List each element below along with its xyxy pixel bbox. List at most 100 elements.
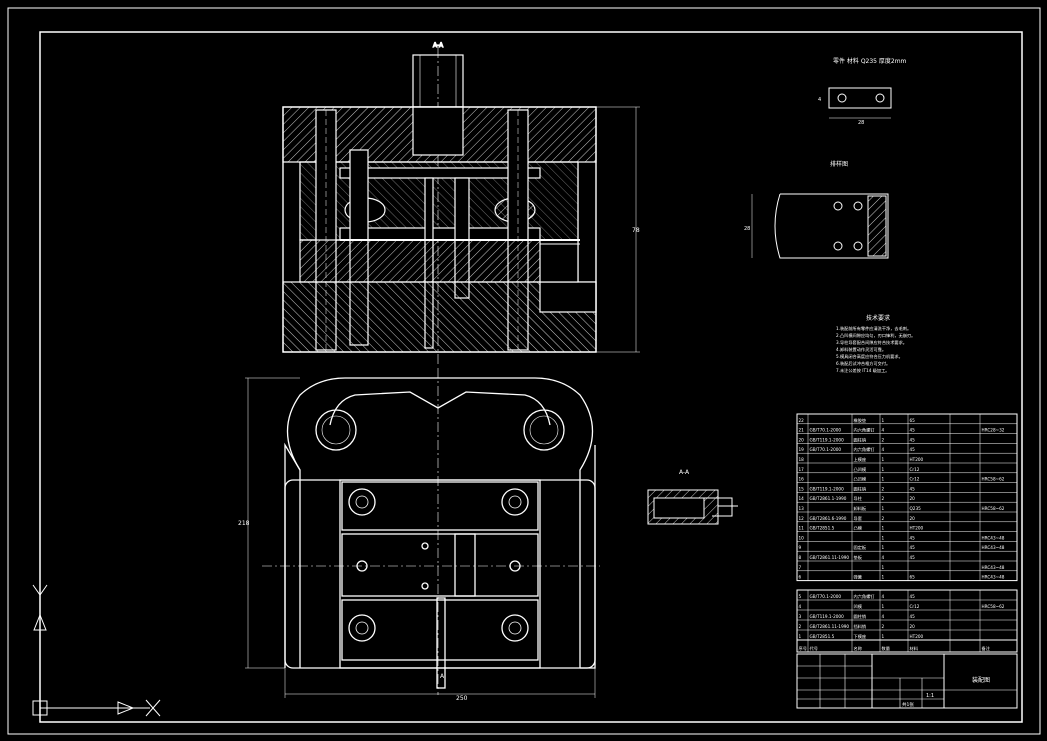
- bom-cell: 下模座: [854, 633, 867, 640]
- note-line: 1.装配前所有零件应清洗干净，去毛刺。: [836, 325, 911, 332]
- strip-dim: 28: [744, 226, 750, 232]
- bom-cell: 45: [910, 545, 916, 550]
- bom-cell: 1: [882, 575, 885, 580]
- bom-cell: 4: [882, 428, 885, 433]
- bom-cell: 2: [882, 516, 885, 521]
- bom-cell: 15: [799, 486, 805, 491]
- bom-cell: HT200: [910, 634, 924, 639]
- bom-cell: 2: [799, 624, 802, 629]
- bom-cell: 圆柱销: [854, 436, 867, 443]
- bom-cell: 45: [910, 437, 916, 442]
- bom-cell: 12: [799, 516, 805, 521]
- bom-cell: 1: [882, 535, 885, 540]
- bom-cell: 圆柱销: [854, 485, 867, 492]
- bom-cell: 16: [799, 477, 805, 482]
- bom-cell: 1: [882, 545, 885, 550]
- bom-cell: GB/T2861.1-1990: [810, 496, 847, 501]
- bom-cell: GB/T2861.11-1990: [810, 555, 850, 560]
- bom-cell: 凸凹模: [854, 476, 867, 483]
- bom-cell: 卸料板: [854, 505, 867, 512]
- bom-cell: 1: [882, 565, 885, 570]
- bom-cell: 1: [882, 634, 885, 639]
- bom-cell: 21: [799, 428, 805, 433]
- bom-cell: 45: [910, 447, 916, 452]
- drawing-frame: [7, 7, 1041, 735]
- bom-cell: 1: [882, 604, 885, 609]
- bom-cell: HRC43~48: [982, 545, 1005, 550]
- bom-cell: 固定板: [854, 544, 867, 551]
- bom-cell: 凸凹模: [854, 466, 867, 473]
- bom-cell: 1: [882, 457, 885, 462]
- section-label-small: A-A: [679, 469, 690, 476]
- part-dim-h: 4: [818, 97, 821, 103]
- bom-cell: 45: [910, 614, 916, 619]
- note-line: 2.凸凹模间隙应均匀，刃口锋利，无崩刃。: [836, 332, 915, 339]
- bom-cell: 45: [910, 486, 916, 491]
- drawing-scale: 1:1: [926, 693, 934, 699]
- bom-cell: 导套: [854, 515, 863, 522]
- technical-notes: 技术要求 1.装配前所有零件应清洗干净，去毛刺。 2.凸凹模间隙应均匀，刃口锋利…: [836, 314, 915, 374]
- bom-cell: 6: [799, 575, 802, 580]
- bom-cell: 1: [882, 506, 885, 511]
- bom-header-row: 序号代号名称数量材料备注: [796, 639, 1018, 653]
- bom-cell: 1: [882, 467, 885, 472]
- bom-cell: 圆柱销: [854, 613, 867, 620]
- bom-cell: 2: [882, 437, 885, 442]
- bom-cell: 45: [910, 428, 916, 433]
- front-section-view: A-A 78: [282, 41, 640, 365]
- bom-cell: 序号: [799, 645, 807, 652]
- ucs-icon: [32, 584, 161, 717]
- bom-cell: 内六角螺钉: [854, 593, 876, 600]
- bottom-section-marker: A: [440, 673, 445, 680]
- bom-cell: HRC43~48: [982, 575, 1005, 580]
- dim-width-plan: 250: [456, 695, 468, 702]
- note-line: 7.未注公差按 IT14 级加工。: [836, 367, 889, 374]
- plan-view: 218 250 A: [238, 368, 600, 702]
- bom-cell: HT200: [910, 457, 924, 462]
- bom-cell: 备注: [982, 645, 991, 652]
- bom-cell: 65: [910, 575, 916, 580]
- bom-cell: HRC58~62: [982, 506, 1005, 511]
- drawing-sheet: 共1张: [902, 701, 914, 708]
- bom-cell: GB/T2851.5: [810, 634, 835, 639]
- bom-cell: GB/T119.1-2000: [810, 614, 845, 619]
- bom-cell: 4: [882, 555, 885, 560]
- bom-cell: GB/T2861.6-1990: [810, 516, 847, 521]
- bom-cell: 14: [799, 496, 805, 501]
- bom-cell: 凸模: [854, 525, 863, 532]
- bom-cell: 名称: [854, 645, 862, 652]
- bom-cell: 代号: [810, 645, 818, 652]
- bom-cell: 11: [799, 526, 805, 531]
- bom-cell: 45: [910, 555, 916, 560]
- bom-cell: 20: [799, 437, 805, 442]
- note-line: 5.模具闭合高度应符合压力机要求。: [836, 353, 903, 360]
- bom-cell: GB/T70.1-2000: [810, 594, 842, 599]
- bom-cell: Cr12: [910, 467, 920, 472]
- bom-cell: 凹模: [854, 603, 863, 610]
- bom-cell: 橡胶垫: [854, 417, 867, 424]
- dim-height-front: 78: [632, 227, 640, 234]
- bom-cell: 7: [799, 565, 802, 570]
- small-section-view: A-A: [647, 469, 738, 525]
- bom-cell: HRC43~48: [982, 565, 1005, 570]
- bom-cell: 8: [799, 555, 802, 560]
- bom-cell: 22: [799, 418, 805, 423]
- bom-cell: HRC28~32: [982, 428, 1005, 433]
- bom-cell: Q235: [910, 506, 922, 511]
- bom-cell: HT200: [910, 526, 924, 531]
- bom-cell: 5: [799, 594, 802, 599]
- bom-cell: 1: [882, 477, 885, 482]
- bom-cell: 20: [910, 624, 916, 629]
- note-line: 3.导柱导套配合间隙应符合技术要求。: [836, 339, 907, 346]
- bom-cell: Cr12: [910, 604, 920, 609]
- title-block: 装配图 1:1 共1张: [796, 653, 1018, 709]
- bom-cell: 19: [799, 447, 805, 452]
- bom-cell: 1: [882, 418, 885, 423]
- bom-cell: GB/T2851.5: [810, 526, 835, 531]
- bom-cell: 挡料销: [854, 623, 867, 630]
- note-line: 6.装配后试冲合格方可交付。: [836, 360, 890, 367]
- bom-cell: 1: [882, 526, 885, 531]
- drawing-name: 装配图: [972, 676, 990, 684]
